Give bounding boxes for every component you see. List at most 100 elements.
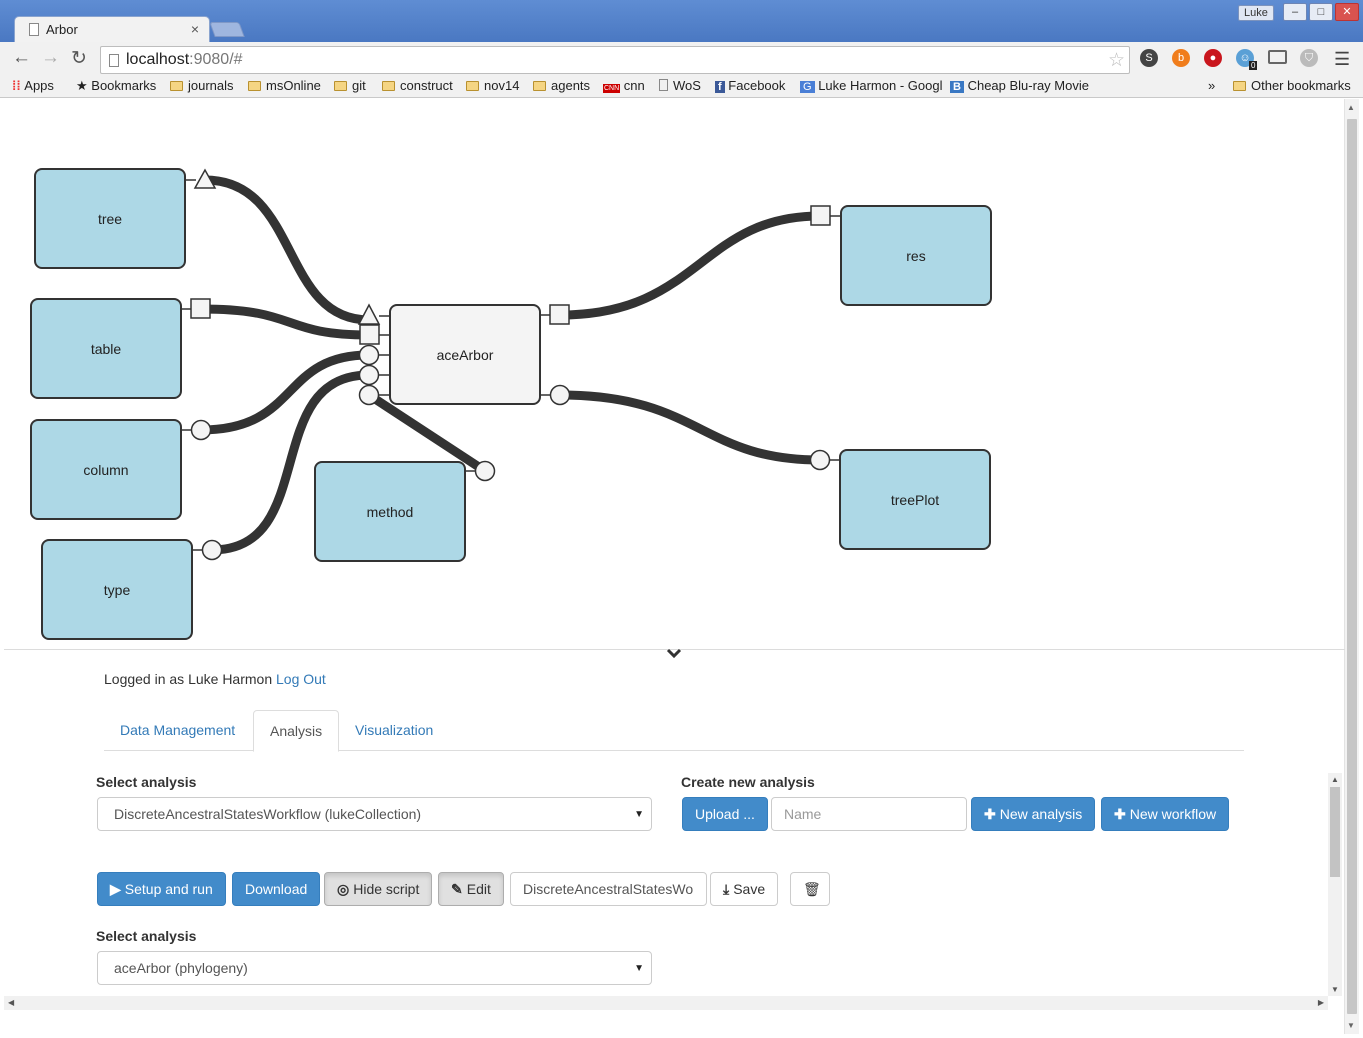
save-button[interactable]: ⤓Save	[710, 872, 779, 906]
extension-b-icon[interactable]: b	[1172, 49, 1190, 67]
login-status: Logged in as Luke Harmon Log Out	[104, 671, 326, 687]
bookmark-construct[interactable]: construct	[382, 78, 453, 93]
tab-analysis[interactable]: Analysis	[253, 710, 340, 752]
method-output-port-circle[interactable]	[474, 460, 496, 482]
bookmark-star-icon[interactable]: ☆	[1107, 50, 1125, 71]
edit-icon: ✎	[451, 881, 463, 897]
delete-button[interactable]: 🗑	[790, 872, 830, 906]
cast-icon[interactable]	[1268, 50, 1287, 64]
profile-badge[interactable]: Luke	[1238, 5, 1274, 21]
address-bar[interactable]: localhost:9080/# ☆	[100, 46, 1130, 74]
bookmark-agents[interactable]: agents	[533, 78, 590, 93]
node-column[interactable]: column	[30, 419, 182, 520]
forward-icon[interactable]: →	[41, 47, 60, 68]
acearbor-input-port-triangle[interactable]	[357, 303, 381, 325]
step-select[interactable]: aceArbor (phylogeny) ▼	[97, 951, 652, 985]
setup-run-button[interactable]: ▶Setup and run	[97, 872, 226, 906]
scrollbar-thumb[interactable]	[1330, 787, 1340, 877]
bookmarks-overflow-icon[interactable]: »	[1208, 78, 1216, 93]
browser-tab[interactable]: Arbor ×	[14, 16, 210, 42]
scroll-left-arrow[interactable]: ◀	[8, 998, 15, 1007]
node-label: res	[906, 247, 926, 264]
page-scrollbar[interactable]: ▲ ▼	[1344, 99, 1359, 1034]
reload-icon[interactable]: ↻	[71, 48, 87, 69]
scrollbar-thumb[interactable]	[1347, 119, 1357, 1014]
new-analysis-button[interactable]: ✚New analysis	[971, 797, 1096, 831]
close-window-button[interactable]: ✕	[1335, 3, 1359, 21]
node-table[interactable]: table	[30, 298, 182, 399]
play-icon: ▶	[110, 881, 121, 897]
scroll-down-arrow[interactable]: ▼	[1347, 1021, 1355, 1030]
workflow-canvas[interactable]	[4, 99, 1345, 649]
bookmark-apps[interactable]: ⁞⁞ Apps	[12, 78, 54, 93]
logout-link[interactable]: Log Out	[276, 671, 326, 687]
panel-scrollbar[interactable]: ▲ ▼	[1328, 773, 1342, 996]
column-output-port-circle[interactable]	[190, 419, 212, 441]
extension-s-icon[interactable]: S	[1140, 49, 1158, 67]
scroll-down-arrow[interactable]: ▼	[1331, 985, 1339, 994]
collapse-chevron-down-icon[interactable]	[666, 648, 682, 660]
acearbor-input-port-square[interactable]	[359, 324, 380, 345]
acearbor-input-port-circle[interactable]	[358, 364, 380, 386]
bookmark-luke-harmon[interactable]: G Luke Harmon - Googl	[800, 78, 942, 93]
bookmark-wos[interactable]: WoS	[659, 78, 701, 93]
workflow-select[interactable]: DiscreteAncestralStatesWorkflow (lukeCol…	[97, 797, 652, 831]
node-type[interactable]: type	[41, 539, 193, 640]
analysis-name-input[interactable]: Name	[771, 797, 967, 831]
scroll-up-arrow[interactable]: ▲	[1331, 775, 1339, 784]
bookmark-nov14[interactable]: nov14	[466, 78, 519, 93]
folder-icon	[1233, 81, 1246, 91]
node-res[interactable]: res	[840, 205, 992, 306]
workflow-name-input[interactable]: DiscreteAncestralStatesWo	[510, 872, 707, 906]
edge-column-acearbor	[196, 350, 374, 435]
acearbor-input-port-circle[interactable]	[358, 384, 380, 406]
download-button[interactable]: Download	[232, 872, 321, 906]
hide-script-button[interactable]: ◎Hide script	[324, 872, 433, 906]
node-tree[interactable]: tree	[34, 168, 186, 269]
edit-button[interactable]: ✎Edit	[438, 872, 504, 906]
panel-horizontal-scrollbar[interactable]: ◀ ▶	[4, 996, 1328, 1010]
create-analysis-label: Create new analysis	[681, 774, 815, 790]
edge-method-acearbor	[364, 390, 490, 476]
bookmark-git[interactable]: git	[334, 78, 366, 93]
treeplot-input-port-circle[interactable]	[809, 449, 831, 471]
bookmark-bookmarks[interactable]: ★ Bookmarks	[76, 78, 157, 93]
type-output-port-circle[interactable]	[201, 539, 223, 561]
res-input-port-square[interactable]	[810, 205, 831, 226]
table-output-port-square[interactable]	[190, 298, 211, 319]
tab-visualization[interactable]: Visualization	[355, 722, 434, 738]
tree-output-port-triangle[interactable]	[193, 168, 217, 189]
bookmark-cnn[interactable]: CNN cnn	[603, 78, 645, 93]
extension-stop-icon[interactable]: ●	[1204, 49, 1222, 67]
node-acearbor[interactable]: aceArbor	[389, 304, 541, 405]
bookmark-facebook[interactable]: f Facebook	[715, 78, 785, 93]
extension-badge: 0	[1249, 61, 1258, 70]
back-icon[interactable]: ←	[12, 47, 31, 68]
close-tab-icon[interactable]: ×	[190, 21, 199, 37]
upload-button[interactable]: Upload ...	[682, 797, 768, 831]
scroll-up-arrow[interactable]: ▲	[1347, 103, 1355, 112]
node-method[interactable]: method	[314, 461, 466, 562]
acearbor-output-port-square[interactable]	[549, 304, 570, 325]
edge-tree-acearbor	[200, 175, 374, 325]
bookmark-msonline[interactable]: msOnline	[248, 78, 321, 93]
maximize-button[interactable]: □	[1309, 3, 1333, 21]
acearbor-input-port-circle[interactable]	[358, 344, 380, 366]
scroll-right-arrow[interactable]: ▶	[1317, 998, 1324, 1007]
minimize-button[interactable]: –	[1283, 3, 1307, 21]
acearbor-output-port-circle[interactable]	[549, 384, 571, 406]
ports	[190, 168, 831, 561]
menu-icon[interactable]: ☰	[1334, 49, 1351, 69]
bookmark-bluray[interactable]: B Cheap Blu-ray Movie	[950, 78, 1089, 93]
new-tab-button[interactable]	[209, 22, 245, 37]
bookmark-journals[interactable]: journals	[170, 78, 234, 93]
eye-slash-icon: ◎	[337, 881, 350, 897]
tab-data-management[interactable]: Data Management	[120, 722, 236, 738]
dropdown-caret-icon: ▼	[634, 963, 644, 974]
edge-type-acearbor	[207, 370, 374, 555]
new-workflow-button[interactable]: ✚New workflow	[1101, 797, 1230, 831]
node-treeplot[interactable]: treePlot	[839, 449, 991, 550]
scholar-icon: G	[800, 81, 815, 93]
bookmark-other[interactable]: Other bookmarks	[1233, 78, 1351, 93]
extension-shield-icon[interactable]: ⛉	[1300, 49, 1318, 67]
